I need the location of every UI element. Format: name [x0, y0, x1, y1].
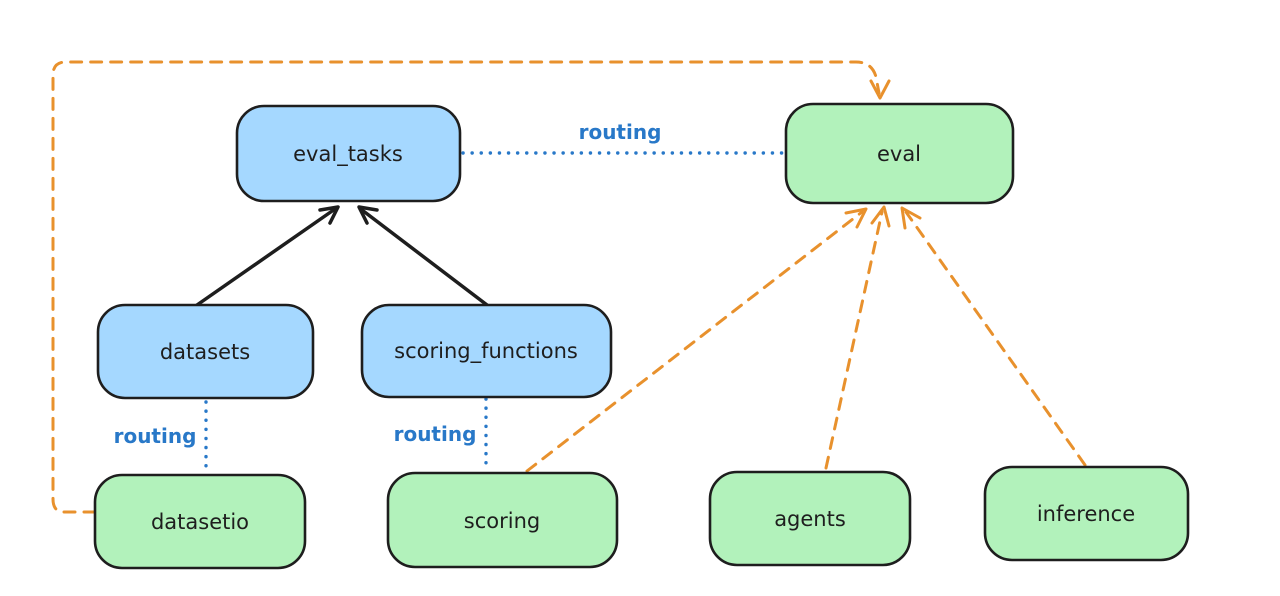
routing-label-eval-tasks-eval: routing [579, 120, 662, 144]
node-scoring-box [386, 471, 619, 569]
edge-inference-to-eval [900, 206, 1087, 467]
edge-agents-to-eval-path [824, 210, 884, 470]
arrowhead-agents-into-eval [870, 205, 891, 228]
edge-agents-to-eval [824, 205, 891, 470]
node-eval-tasks-box [235, 104, 462, 203]
edge-scoring-functions-to-eval-tasks-path [360, 208, 489, 307]
node-datasetio-label: datasetio [151, 510, 249, 534]
arrowhead-scoring-functions-into-eval-tasks [357, 205, 379, 225]
edge-scoring-functions-to-scoring: routing [394, 397, 488, 471]
edge-datasetio-to-eval [51, 60, 891, 514]
node-eval-tasks: eval_tasks [235, 104, 462, 203]
node-eval-box [784, 102, 1015, 205]
node-scoring-functions-label: scoring_functions [394, 339, 578, 364]
node-datasets-box [96, 303, 315, 400]
node-agents-box [708, 470, 912, 567]
arrowhead-scoring-into-eval [844, 207, 868, 229]
node-agents: agents [708, 470, 912, 567]
node-eval-label: eval [877, 142, 921, 166]
arrowhead-inference-into-eval [900, 206, 922, 230]
node-scoring-label: scoring [464, 509, 540, 533]
edge-datasetio-to-eval-path [51, 60, 881, 514]
node-datasets-label: datasets [160, 340, 250, 364]
edge-inference-to-eval-path [904, 210, 1087, 467]
node-inference-box [983, 465, 1190, 562]
node-datasetio-box [93, 473, 307, 570]
arrowhead-into-eval-top [869, 79, 891, 100]
edge-datasets-to-datasetio: routing [114, 400, 208, 473]
edge-scoring-functions-to-eval-tasks [357, 205, 489, 307]
node-inference: inference [983, 465, 1190, 562]
node-scoring-functions: scoring_functions [360, 303, 613, 399]
edge-scoring-to-eval [525, 207, 868, 473]
routing-label-scoring-functions-scoring: routing [394, 422, 477, 446]
edge-eval-tasks-to-eval: routing [461, 120, 788, 155]
edge-datasets-to-eval-tasks [195, 205, 340, 307]
arrowhead-datasets-into-eval-tasks [318, 205, 340, 225]
node-eval-tasks-label: eval_tasks [293, 142, 403, 167]
node-scoring-functions-box [360, 303, 613, 399]
node-inference-label: inference [1037, 502, 1135, 526]
node-eval: eval [784, 102, 1015, 205]
routing-label-datasets-datasetio: routing [114, 424, 197, 448]
node-datasets: datasets [96, 303, 315, 400]
node-datasetio: datasetio [93, 473, 307, 570]
edge-datasets-to-eval-tasks-path [195, 207, 337, 307]
edge-scoring-to-eval-path [525, 210, 864, 473]
node-agents-label: agents [774, 507, 846, 531]
node-scoring: scoring [386, 471, 619, 569]
